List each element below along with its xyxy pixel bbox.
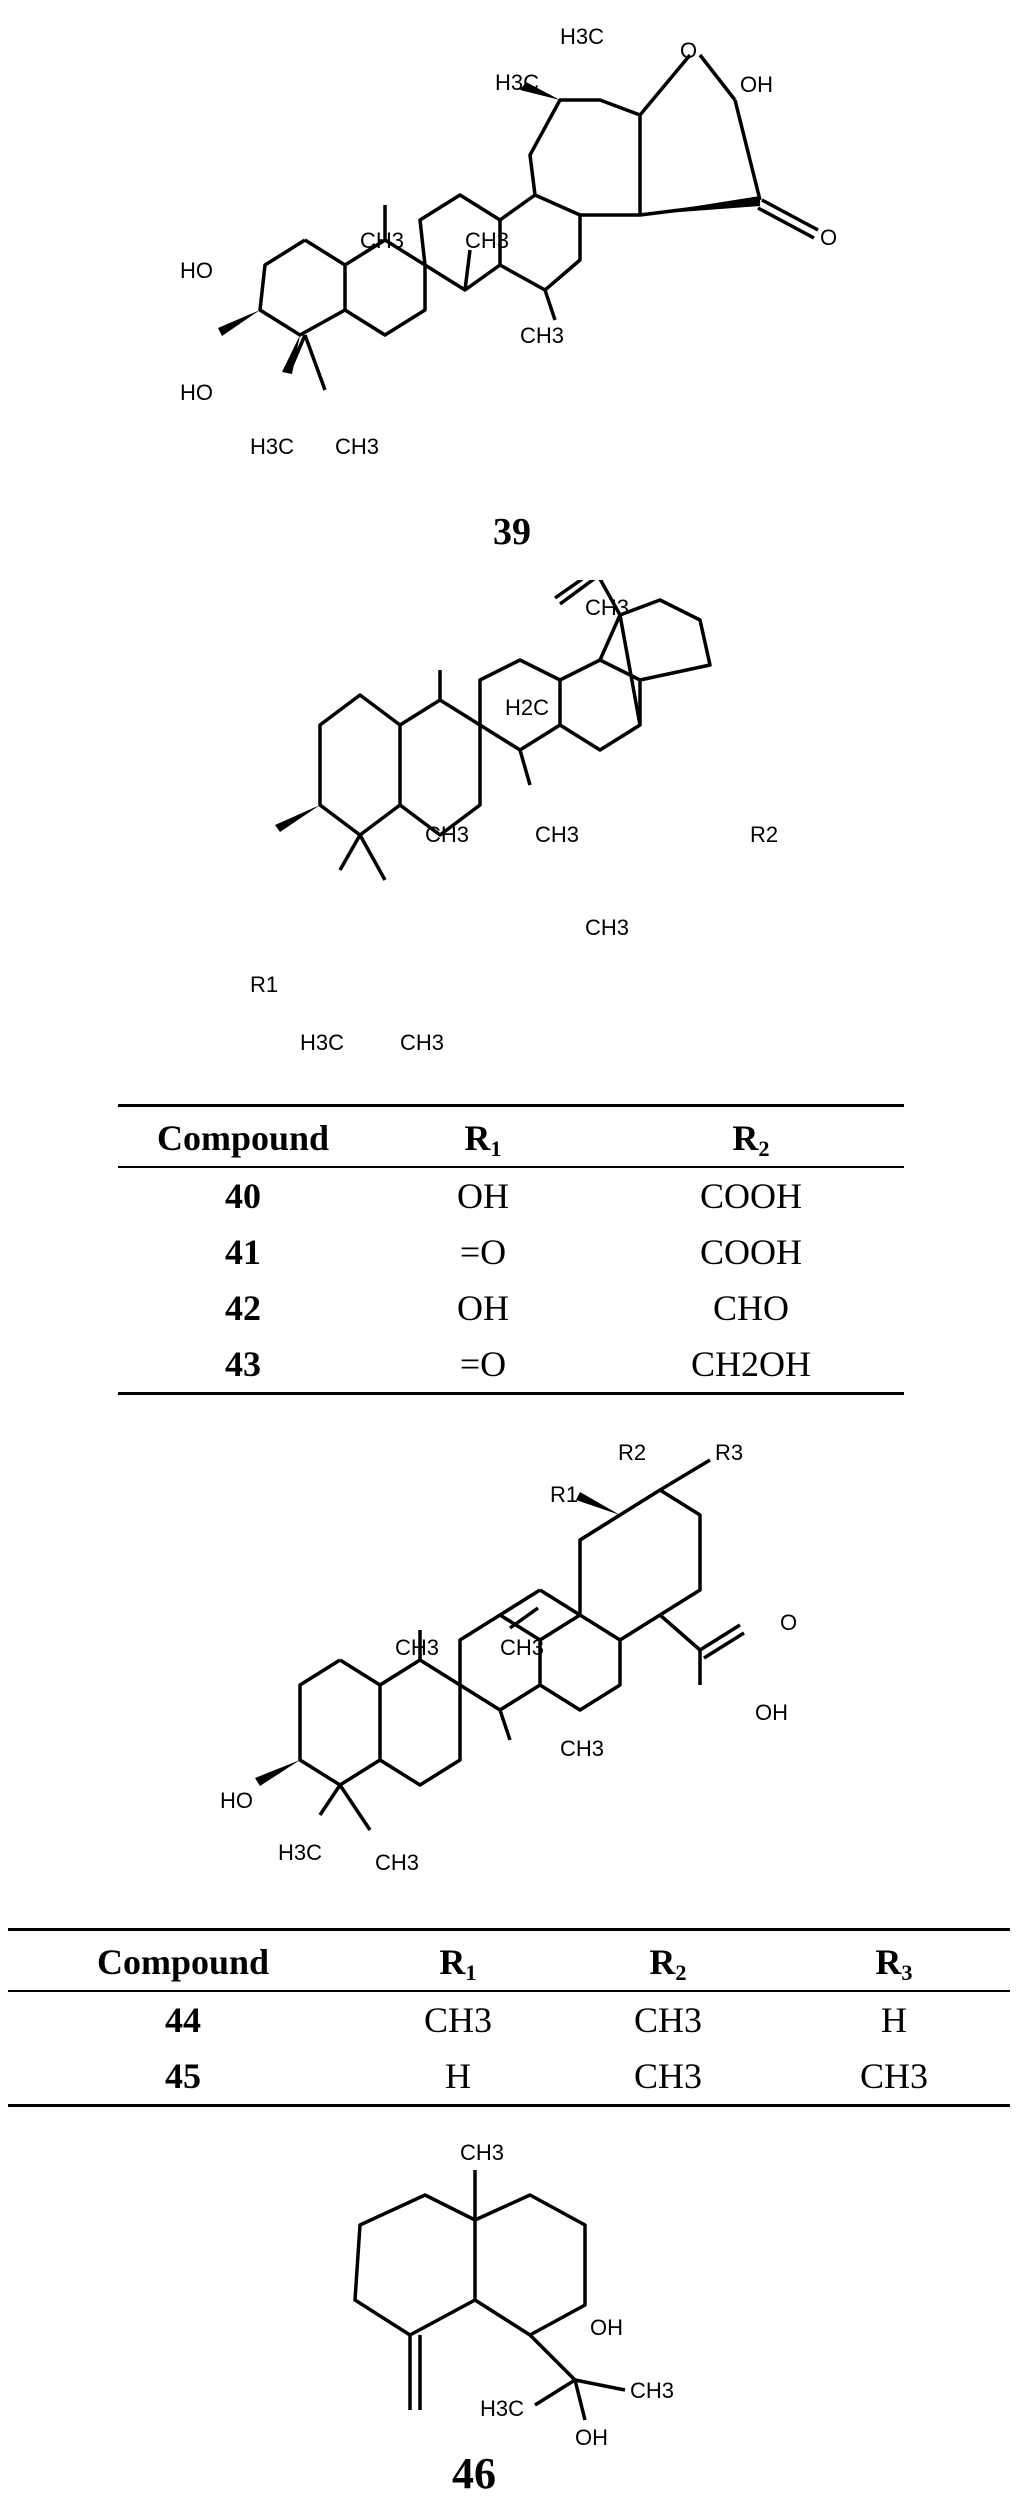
cell-r2: CH2OH [690,1344,811,1384]
table-row: 42 OH CHO [118,1280,904,1336]
cell-r1: CH3 [423,2000,492,2040]
cell-r2: CH3 [633,2056,702,2096]
header-r2: R2 [649,1942,687,1986]
structure-46: CH3 OH H3C CH3 OH [353,2140,674,2450]
label-o: O [780,1610,797,1635]
cell-compound: 41 [225,1232,261,1272]
cell-r1: H [445,2056,471,2096]
label-ch3-c: CH3 [585,915,629,940]
table2-top-rule [8,1928,1010,1931]
label-h2c: H2C [505,695,549,720]
label-h3c-bot: H3C [278,1840,322,1865]
structure-39: H3C H3C O OH O CH3 CH3 CH3 HO HO H3C CH3 [180,24,837,459]
label-o-keto: O [820,225,837,250]
label-ho-b: HO [180,380,213,405]
label-ch3-top: CH3 [460,2140,504,2165]
label-oh-a: OH [590,2315,623,2340]
cell-compound: 45 [165,2056,201,2096]
cell-r1: =O [459,1344,507,1384]
table-44-45: Compound R1 R2 R3 44 CH3 CH3 H 45 H CH3 … [8,1934,1010,2107]
cell-compound: 43 [225,1344,261,1384]
label-ch3-c: CH3 [560,1736,604,1761]
structure-44-45: R2 R3 R1 O OH CH3 CH3 CH3 HO H3C CH3 [220,1440,797,1875]
label-o: O [680,38,697,63]
label-ch3-a: CH3 [360,228,404,253]
label-ch3-bot: CH3 [375,1850,419,1875]
cell-compound: 42 [225,1288,261,1328]
label-ch3-b: CH3 [500,1635,544,1660]
label-r2: R2 [750,822,778,847]
compound-number-46: 46 [452,2449,496,2498]
label-oh-b: OH [575,2425,608,2450]
label-oh: OH [740,72,773,97]
cell-r2: CH3 [633,2000,702,2040]
cell-r1: OH [457,1176,509,1216]
cell-compound: 40 [225,1176,261,1216]
table-row: 41 =O COOH [118,1224,904,1280]
label-ch3-a: CH3 [395,1635,439,1660]
label-h3c: H3C [480,2396,524,2421]
label-h3c-top: H3C [560,24,604,49]
label-r1: R1 [550,1482,578,1507]
cell-r3: CH3 [859,2056,928,2096]
cell-r2: COOH [699,1232,802,1272]
label-ho: HO [220,1788,253,1813]
label-h3c-left: H3C [495,70,539,95]
table-row: 45 H CH3 CH3 [8,2048,1010,2106]
label-r1: R1 [250,972,278,997]
structure-40-43: CH3 H2C R2 CH3 CH3 CH3 R1 H3C CH3 [250,580,778,1055]
label-h3c-bot: H3C [250,434,294,459]
cell-r2: CHO [712,1288,789,1328]
compound-number-39: 39 [493,511,531,553]
header-r1: R1 [464,1118,502,1162]
table-row: 44 CH3 CH3 H [8,1991,1010,2048]
label-ch3-a: CH3 [425,822,469,847]
label-h3c-bot: H3C [300,1030,344,1055]
label-r2: R2 [618,1440,646,1465]
label-ch3-bot: CH3 [400,1030,444,1055]
table-40-43: Compound R1 R2 40 OH COOH 41 =O COOH 42 … [118,1110,904,1395]
cell-r1: =O [459,1232,507,1272]
label-ch3-b: CH3 [465,228,509,253]
header-r1: R1 [439,1942,477,1986]
cell-compound: 44 [165,2000,201,2040]
label-ch3-b: CH3 [535,822,579,847]
header-r2: R2 [732,1118,770,1162]
header-compound: Compound [96,1942,270,1982]
header-r3: R3 [875,1942,913,1986]
label-oh: OH [755,1700,788,1725]
cell-r1: OH [457,1288,509,1328]
cell-r2: COOH [699,1176,802,1216]
label-r3: R3 [715,1440,743,1465]
label-ch3: CH3 [630,2378,674,2403]
label-ho-a: HO [180,258,213,283]
label-ch3-c: CH3 [520,323,564,348]
table-row: 40 OH COOH [118,1167,904,1224]
table1-top-rule [118,1104,904,1107]
table-row: 43 =O CH2OH [118,1336,904,1394]
label-ch3-top: CH3 [585,595,629,620]
cell-r3: H [881,2000,907,2040]
header-compound: Compound [156,1118,330,1158]
label-ch3-bot: CH3 [335,434,379,459]
